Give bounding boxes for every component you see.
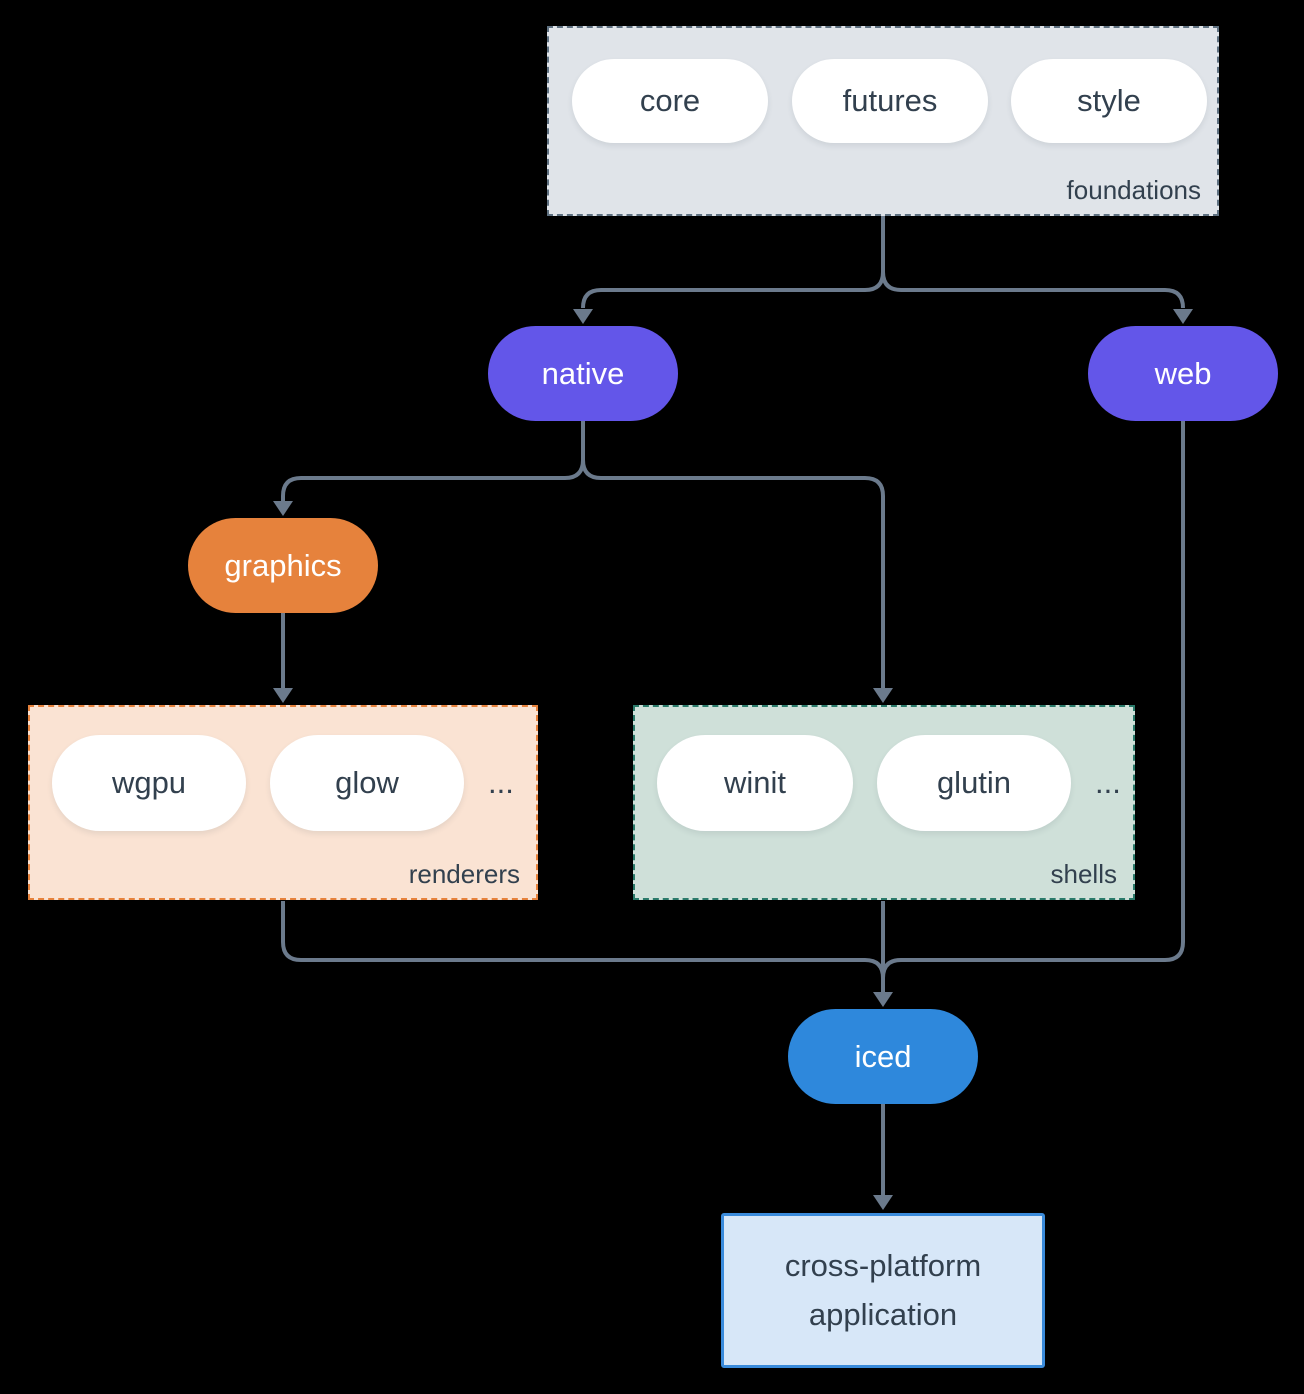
group-foundations: core futures style foundations — [547, 26, 1219, 216]
node-web: web — [1088, 326, 1278, 421]
cross-platform-application-box: cross-platform application — [721, 1213, 1045, 1368]
node-glutin: glutin — [877, 735, 1071, 831]
group-renderers: wgpu glow ... renderers — [28, 705, 538, 900]
node-futures-label: futures — [842, 83, 938, 118]
arrowhead-app — [873, 1195, 893, 1210]
node-native: native — [488, 326, 678, 421]
arrowhead-native — [573, 309, 593, 324]
renderers-ellipsis: ... — [488, 765, 514, 800]
node-web-label: web — [1154, 355, 1212, 391]
group-renderers-label: renderers — [408, 859, 520, 889]
node-style-label: style — [1077, 83, 1141, 118]
node-graphics: graphics — [188, 518, 378, 613]
arrowhead-renderers — [273, 688, 293, 703]
node-iced-label: iced — [854, 1038, 912, 1074]
node-style: style — [1011, 59, 1207, 143]
group-shells: winit glutin ... shells — [633, 705, 1135, 900]
node-glow: glow — [270, 735, 464, 831]
node-futures: futures — [792, 59, 988, 143]
edge-native-shells — [581, 459, 885, 688]
edge-renderers-iced — [281, 901, 885, 979]
arrowhead-graphics — [273, 501, 293, 516]
node-winit: winit — [657, 735, 853, 831]
node-iced: iced — [788, 1009, 978, 1104]
node-wgpu-label: wgpu — [111, 765, 187, 800]
group-foundations-label: foundations — [1066, 175, 1201, 205]
node-winit-label: winit — [723, 765, 786, 800]
node-graphics-label: graphics — [224, 547, 342, 583]
edge-foundations-web — [881, 271, 1185, 309]
arrowhead-web — [1173, 309, 1193, 324]
cross-platform-application-label: cross-platform application — [784, 1248, 982, 1332]
node-core: core — [572, 59, 768, 143]
node-glow-label: glow — [335, 765, 399, 800]
node-native-label: native — [541, 355, 625, 391]
arrowhead-shells — [873, 688, 893, 703]
group-shells-label: shells — [1050, 859, 1117, 889]
shells-ellipsis: ... — [1095, 765, 1121, 800]
edge-native-graphics — [281, 459, 585, 501]
edge-foundations-native — [581, 271, 885, 309]
edge-web-iced — [881, 421, 1185, 979]
arrowhead-iced — [873, 992, 893, 1007]
node-core-label: core — [639, 83, 701, 118]
node-glutin-label: glutin — [936, 765, 1012, 800]
node-wgpu: wgpu — [52, 735, 246, 831]
